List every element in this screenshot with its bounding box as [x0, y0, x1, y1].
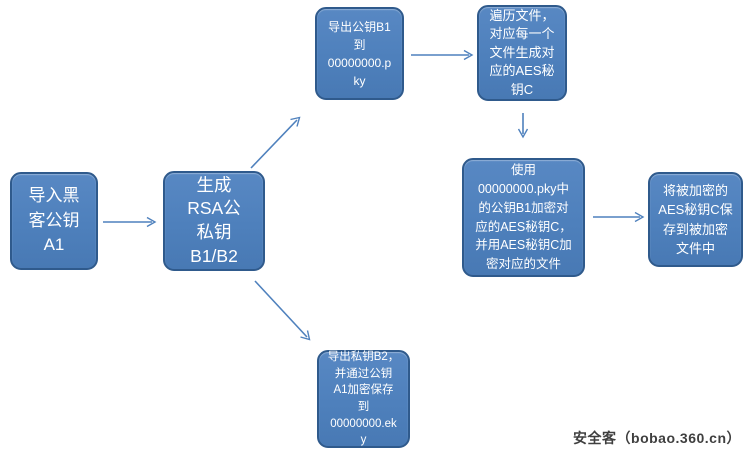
node-export-privkey-b2: 导出私钥B2， 并通过公钥 A1加密保存 到 00000000.ek y	[317, 350, 410, 448]
arrow-import-to-generate	[103, 216, 157, 228]
arrow-generate-to-export-pubkey	[250, 116, 301, 169]
node-encrypt-aes-and-files: 使用 00000000.pky中 的公钥B1加密对 应的AES秘钥C， 并用AE…	[462, 158, 585, 277]
arrow-traverse-to-encrypt	[517, 113, 529, 139]
arrow-encrypt-to-save	[593, 211, 645, 223]
node-generate-rsa-keypair: 生成 RSA公 私钥 B1/B2	[163, 171, 265, 271]
node-save-encrypted-aes-key: 将被加密的 AES秘钥C保 存到被加密 文件中	[648, 172, 743, 267]
node-export-pubkey-b1: 导出公钥B1 到 00000000.p ky	[315, 7, 404, 100]
arrow-generate-to-export-privkey	[254, 280, 311, 341]
node-import-hacker-pubkey-a1: 导入黑 客公钥 A1	[10, 172, 98, 270]
node-traverse-files-gen-aes: 遍历文件， 对应每一个 文件生成对 应的AES秘 钥C	[477, 5, 567, 101]
watermark-text: 安全客（bobao.360.cn）	[573, 430, 741, 446]
arrow-export-pubkey-to-traverse	[411, 49, 474, 61]
